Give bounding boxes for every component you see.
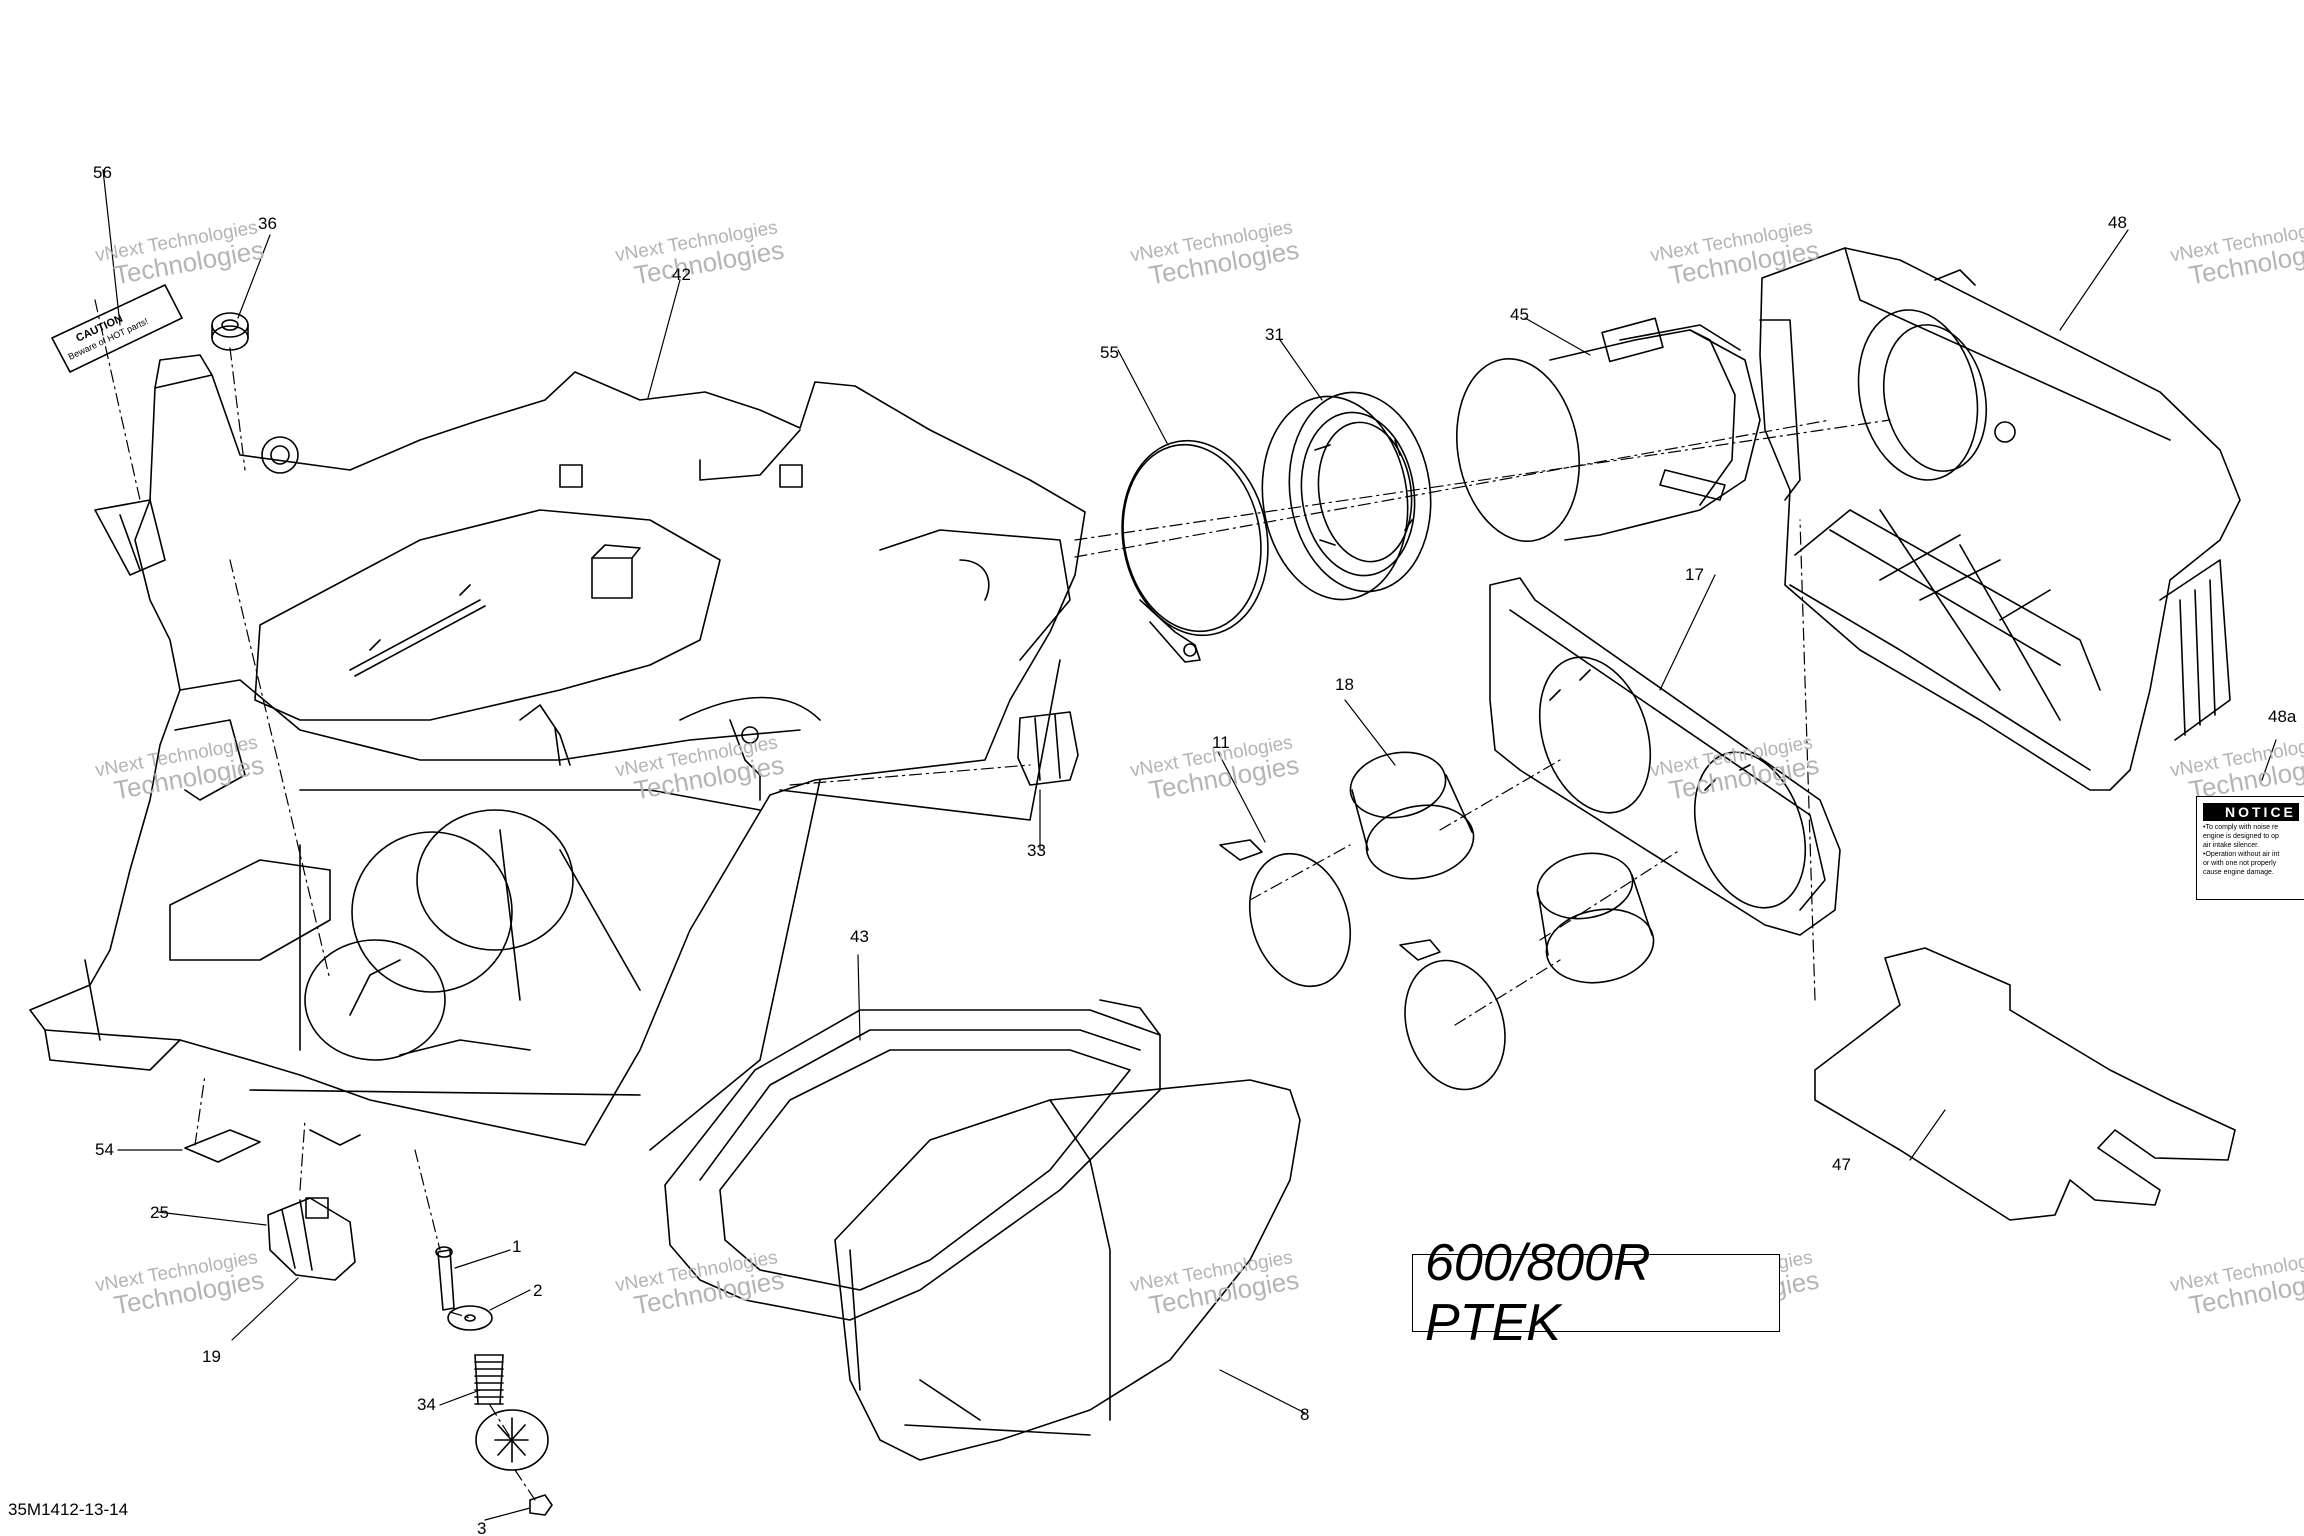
- model-label: 600/800R PTEK: [1412, 1234, 1780, 1352]
- nut-3: [529, 1494, 553, 1516]
- spring-36: [474, 1354, 504, 1405]
- notice-line: •To comply with noise re: [2203, 824, 2279, 831]
- bracket-25: [267, 1197, 356, 1281]
- callout-11: 11: [1212, 733, 1230, 752]
- adapter-plate-17: [1489, 577, 1841, 936]
- callout-31: 31: [1265, 325, 1284, 344]
- callouts: 56 36 42 55 31 45 48 17 18 11 33 48a 43 …: [93, 163, 2297, 1536]
- notice-line: engine is designed to op: [2203, 833, 2279, 840]
- callout-36: 34: [417, 1395, 436, 1414]
- callout-1: 1: [512, 1237, 521, 1256]
- notice-label-title: NOTICE: [2203, 803, 2299, 821]
- notice-line: •Operation without air int: [2203, 851, 2280, 858]
- clamp-lower: [1399, 939, 1506, 1091]
- callout-48: 48: [2108, 213, 2127, 232]
- drawing-code: 35M1412-13-14: [8, 1500, 129, 1519]
- callout-56: 56: [93, 163, 112, 182]
- callout-42: 42: [672, 265, 691, 284]
- watermarks: vNext Technologies Technologies vNext Te…: [94, 217, 2304, 1320]
- callout-47: 47: [1832, 1155, 1851, 1174]
- clamp-55: [1121, 439, 1269, 663]
- grommet-34: [211, 312, 249, 351]
- callout-8: 8: [1300, 1405, 1309, 1424]
- callout-25: 25: [150, 1203, 169, 1222]
- callout-2: 2: [533, 1281, 542, 1300]
- clamp-11: [1219, 839, 1352, 988]
- clip-33: [1017, 711, 1079, 786]
- notice-label-48a: NOTICE •To comply with noise re engine i…: [2196, 796, 2304, 900]
- callout-3: 3: [477, 1519, 486, 1536]
- label-54: [184, 1129, 261, 1163]
- callout-48a: 48a: [2268, 707, 2297, 726]
- callout-18: 18: [1335, 675, 1354, 694]
- callout-54: 54: [95, 1140, 114, 1159]
- callout-19: 19: [202, 1347, 221, 1366]
- gasket-47: [1814, 947, 2236, 1221]
- callout-17: 17: [1685, 565, 1704, 584]
- washer-2: [447, 1305, 493, 1331]
- notice-line: cause engine damage.: [2203, 869, 2274, 876]
- caution-label-56: [51, 284, 183, 373]
- intake-funnel-45: [1455, 317, 1761, 542]
- callout-43: 43: [850, 927, 869, 946]
- duct-ring-31: [1261, 391, 1432, 601]
- intake-silencer-48: [1759, 247, 2241, 791]
- bolt-1: [435, 1246, 455, 1311]
- callout-55: 55: [1100, 343, 1119, 362]
- notice-label-text: •To comply with noise re engine is desig…: [2203, 823, 2299, 877]
- air-silencer-housing-42: [29, 354, 1086, 1151]
- notice-line: or with one not properly: [2203, 860, 2277, 867]
- sleeve-18: [1349, 751, 1475, 880]
- filter-frame-43: [664, 999, 1161, 1321]
- callout-33: 33: [1027, 841, 1046, 860]
- callout-34: 36: [258, 214, 277, 233]
- sleeve-lower: [1536, 852, 1655, 984]
- notice-line: air intake silencer.: [2203, 842, 2260, 849]
- filter-element-8: [834, 1079, 1301, 1461]
- callout-45: 45: [1510, 305, 1529, 324]
